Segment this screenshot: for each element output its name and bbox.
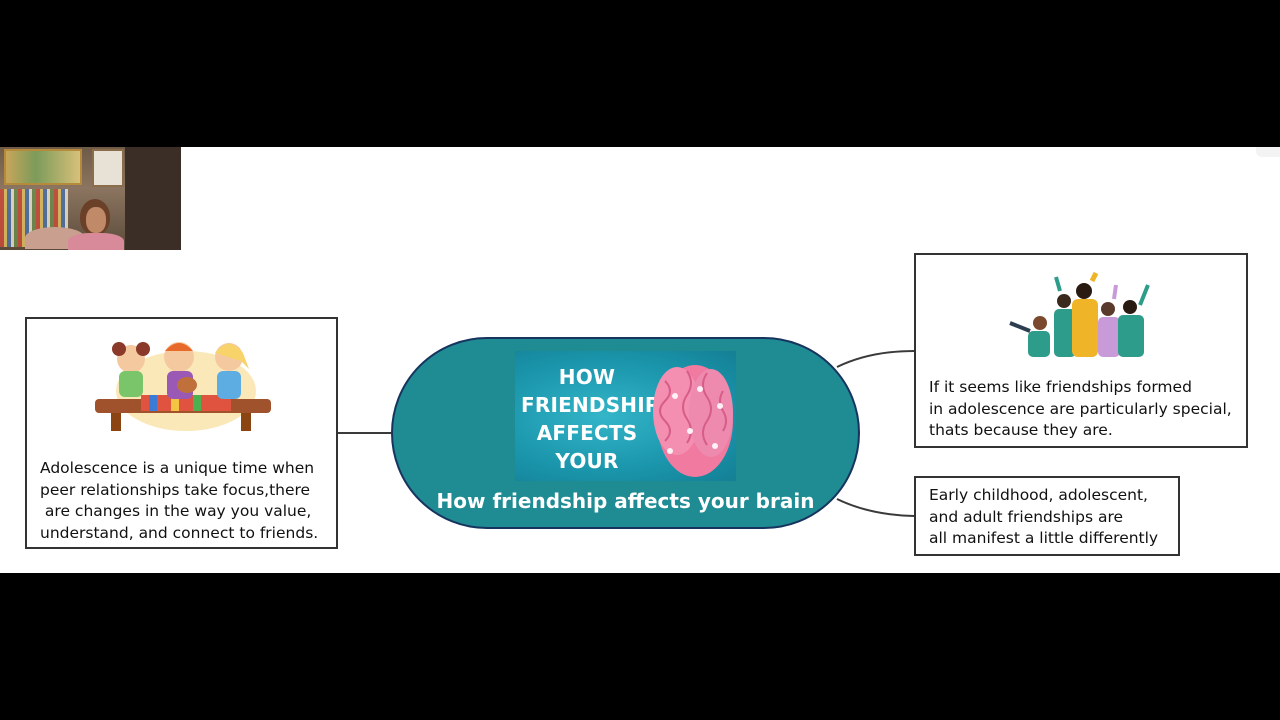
brain-icon — [653, 365, 733, 477]
person-face — [86, 207, 106, 233]
scroll-handle[interactable] — [1256, 147, 1280, 157]
wall-painting — [4, 149, 82, 185]
mind-map-canvas: HOW FRIENDSHIP AFFECTS YOUR BRAIN How fr… — [0, 147, 1280, 573]
left-subtopic-node[interactable]: Adolescence is a unique time when peer r… — [25, 317, 338, 549]
left-subtopic-text: Adolescence is a unique time when peer r… — [40, 459, 319, 542]
children-playing-icon — [95, 342, 271, 431]
connector-right-bottom — [836, 498, 915, 517]
person-body — [68, 233, 124, 250]
webcam-feed — [0, 147, 181, 250]
right-top-subtopic-node[interactable]: If it seems like friendships formed in a… — [914, 253, 1248, 448]
photo-frame — [92, 149, 124, 187]
central-topic-image: HOW FRIENDSHIP AFFECTS YOUR BRAIN — [515, 351, 736, 481]
central-topic-label: How friendship affects your brain — [436, 489, 815, 513]
right-bottom-subtopic-node[interactable]: Early childhood, adolescent, and adult f… — [914, 476, 1180, 556]
letterbox-top — [0, 0, 1280, 147]
poster-title: HOW FRIENDSHIP AFFECTS YOUR BRAIN — [521, 365, 660, 481]
connector-right-top — [836, 350, 915, 368]
wall-shadow — [125, 147, 181, 250]
cheering-friends-icon — [1009, 271, 1150, 357]
connector-lines — [338, 350, 915, 517]
right-bottom-subtopic-text: Early childhood, adolescent, and adult f… — [929, 486, 1159, 547]
letterbox-bottom — [0, 573, 1280, 720]
right-top-subtopic-text: If it seems like friendships formed in a… — [929, 378, 1232, 439]
